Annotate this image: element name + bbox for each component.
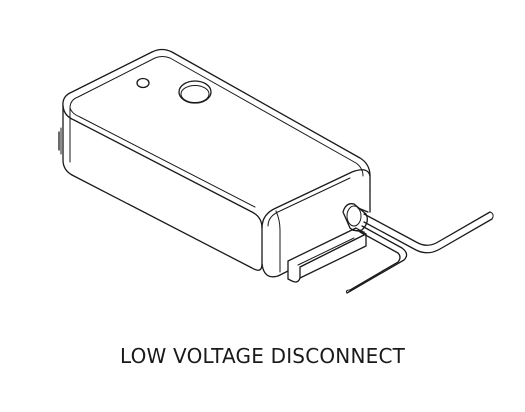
enclosure-top-face — [62, 48, 371, 177]
figure-caption: LOW VOLTAGE DISCONNECT — [119, 344, 406, 368]
enclosure-right-face — [261, 169, 371, 278]
enclosure-front-face — [62, 105, 263, 271]
wire-upper — [363, 211, 494, 254]
small-hole — [136, 77, 150, 89]
mounting-flange — [287, 227, 367, 283]
cable-gland — [342, 203, 369, 233]
large-hole — [178, 80, 212, 104]
enclosure-left-face — [58, 105, 73, 176]
wire-lower — [345, 225, 408, 294]
